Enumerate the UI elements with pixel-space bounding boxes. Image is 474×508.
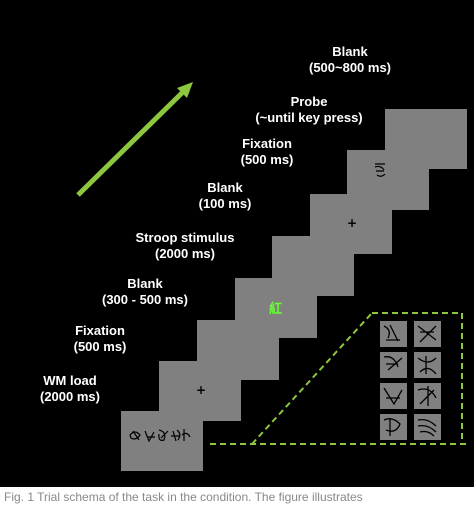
- stage-duration: (2000 ms): [40, 389, 100, 404]
- stage-duration: (500 ms): [73, 339, 127, 354]
- stroop-character: 紅: [269, 302, 283, 317]
- stage-label-wm-load: WM load (2000 ms): [30, 373, 110, 405]
- stage-name: Fixation: [242, 136, 292, 151]
- stage-name: Probe: [290, 94, 328, 109]
- stage-name: Blank: [332, 44, 368, 59]
- stage-label-stroop: Stroop stimulus (2000 ms): [125, 230, 245, 262]
- stage-duration: (500~800 ms): [308, 60, 392, 75]
- stage-name: Fixation: [75, 323, 125, 338]
- screen-wm-load: [121, 411, 203, 471]
- stage-label-blank-3: Blank (500~800 ms): [295, 44, 405, 76]
- abstract-glyph-icon: [374, 163, 386, 177]
- diagram-graphics: [76, 82, 466, 445]
- stage-name: WM load: [43, 373, 97, 388]
- stage-label-blank-1: Blank (300 - 500 ms): [90, 276, 200, 308]
- stage-duration: (500 ms): [240, 152, 294, 167]
- screen-blank-3: [385, 109, 467, 169]
- time-arrow-icon: [76, 82, 193, 197]
- probe-glyph-grid: [380, 321, 441, 440]
- stage-label-fixation-1: Fixation (500 ms): [60, 323, 140, 355]
- dashed-callout-icon: [210, 312, 466, 445]
- stage-label-probe: Probe (~until key press): [244, 94, 374, 126]
- stage-duration: (2000 ms): [155, 246, 215, 261]
- figure-caption: Fig. 1 Trial schema of the task in the c…: [4, 490, 363, 504]
- diagram-panel: + 紅 +: [0, 0, 474, 487]
- stage-name: Blank: [207, 180, 243, 195]
- stage-label-blank-2: Blank (100 ms): [185, 180, 265, 212]
- stage-name: Stroop stimulus: [135, 230, 235, 245]
- abstract-glyph-icon: [383, 324, 437, 437]
- stage-duration: (100 ms): [198, 196, 252, 211]
- abstract-glyph-icon: [129, 429, 191, 443]
- fixation-cross: +: [347, 216, 358, 230]
- stage-name: Blank: [127, 276, 163, 291]
- stage-label-fixation-2: Fixation (500 ms): [222, 136, 312, 168]
- fixation-cross: +: [196, 383, 207, 397]
- stage-duration: (~until key press): [255, 110, 363, 125]
- stage-duration: (300 - 500 ms): [102, 292, 188, 307]
